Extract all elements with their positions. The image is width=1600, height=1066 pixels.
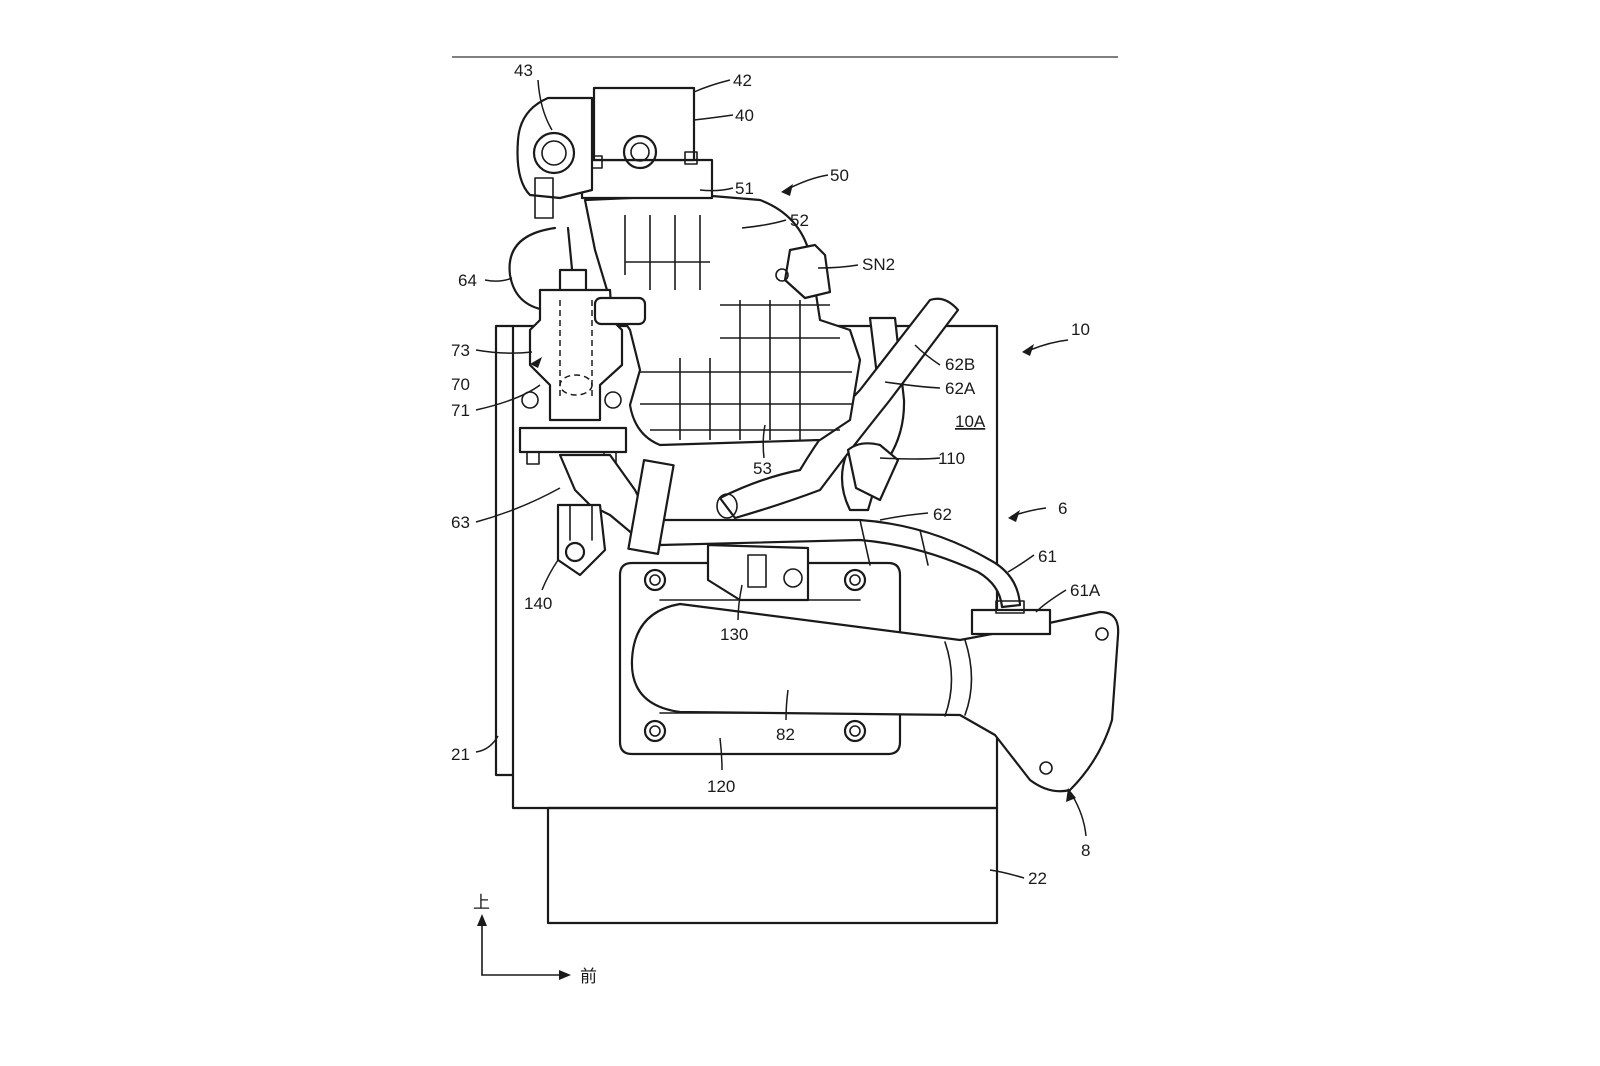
label-42: 42 — [733, 71, 752, 90]
label-51: 51 — [735, 179, 754, 198]
flange-61a — [970, 608, 1052, 636]
engine-lower-block — [546, 806, 999, 925]
label-sn2: SN2 — [862, 255, 895, 274]
label-10: 10 — [1071, 320, 1090, 339]
bracket-140 — [556, 503, 607, 577]
actuator-43 — [516, 96, 594, 200]
label-73: 73 — [451, 341, 470, 360]
engine-side-plate — [494, 324, 515, 777]
label-82: 82 — [776, 725, 795, 744]
egr-pipe-64 — [508, 226, 557, 312]
label-8: 8 — [1081, 841, 1090, 860]
egr-pipe-61 — [658, 518, 1022, 609]
axis-front-label: 前 — [580, 967, 597, 987]
label-6: 6 — [1058, 499, 1067, 518]
label-21: 21 — [451, 745, 470, 764]
label-130: 130 — [720, 625, 748, 644]
label-40: 40 — [735, 106, 754, 125]
axis-up-label: 上 — [473, 893, 490, 913]
bracket-130 — [706, 543, 810, 602]
label-62: 62 — [933, 505, 952, 524]
label-62b: 62B — [945, 355, 975, 374]
label-53: 53 — [753, 459, 772, 478]
leader-lines — [475, 79, 1087, 879]
valve-flange-71 — [518, 426, 628, 454]
label-70: 70 — [451, 375, 470, 394]
label-52: 52 — [790, 211, 809, 230]
direction-axes: 上 前 — [473, 893, 597, 987]
label-22: 22 — [1028, 869, 1047, 888]
label-10a: 10A — [955, 412, 986, 431]
egr-pipe-62b — [718, 297, 960, 520]
reference-labels: 43 42 40 50 51 52 SN2 64 10 62B 73 62A 7… — [451, 61, 1101, 888]
label-61: 61 — [1038, 547, 1057, 566]
label-63: 63 — [451, 513, 470, 532]
exhaust-pipe — [630, 602, 1120, 793]
label-62a: 62A — [945, 379, 976, 398]
label-50: 50 — [830, 166, 849, 185]
label-110: 110 — [938, 449, 965, 468]
label-140: 140 — [524, 594, 552, 613]
label-61a: 61A — [1070, 581, 1101, 600]
label-71: 71 — [451, 401, 470, 420]
egr-valve-40 — [592, 86, 696, 162]
cooler-grid — [624, 215, 852, 440]
label-120: 120 — [707, 777, 735, 796]
label-64: 64 — [458, 271, 477, 290]
label-43: 43 — [514, 61, 533, 80]
